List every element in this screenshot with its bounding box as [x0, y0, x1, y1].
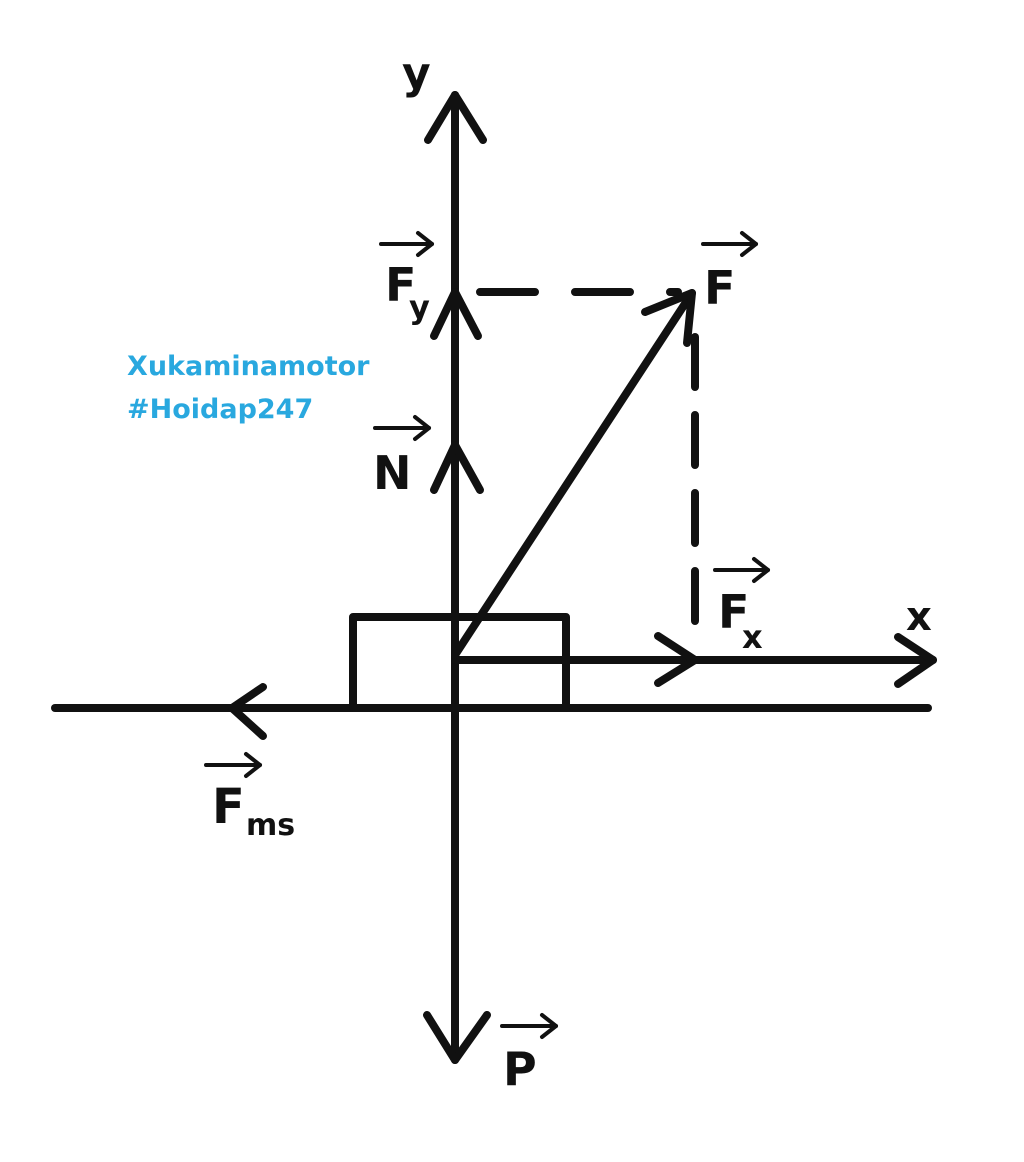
vecmark-p — [500, 1013, 558, 1039]
vecmark-fms — [204, 752, 262, 778]
fy-label: F y — [385, 258, 430, 326]
vecmark-fy — [379, 231, 434, 257]
fms-arrowhead — [228, 683, 267, 740]
n-arrowhead — [430, 441, 484, 494]
vecmark-f — [701, 231, 758, 257]
f-vector — [451, 289, 696, 659]
fy-arrowhead — [430, 288, 482, 340]
p-arrowhead — [423, 1011, 491, 1064]
vecmark-n — [373, 415, 431, 441]
fx-label: F x — [718, 585, 763, 656]
x-axis-label: x — [906, 594, 932, 640]
watermark-line-2: #Hoidap247 — [127, 394, 313, 425]
n-label: N — [373, 446, 412, 500]
y-axis-arrowhead — [424, 91, 487, 144]
fx-arrowhead — [654, 632, 699, 687]
f-label: F — [704, 261, 735, 315]
y-axis-label: y — [402, 48, 431, 99]
watermark-line-1: Xukaminamotor — [127, 351, 370, 382]
fms-label: F ms — [212, 779, 295, 843]
x-axis-arrowhead — [894, 633, 937, 688]
f-arrowhead — [641, 289, 696, 347]
vecmark-fx — [713, 557, 770, 583]
p-label: P — [503, 1042, 537, 1096]
